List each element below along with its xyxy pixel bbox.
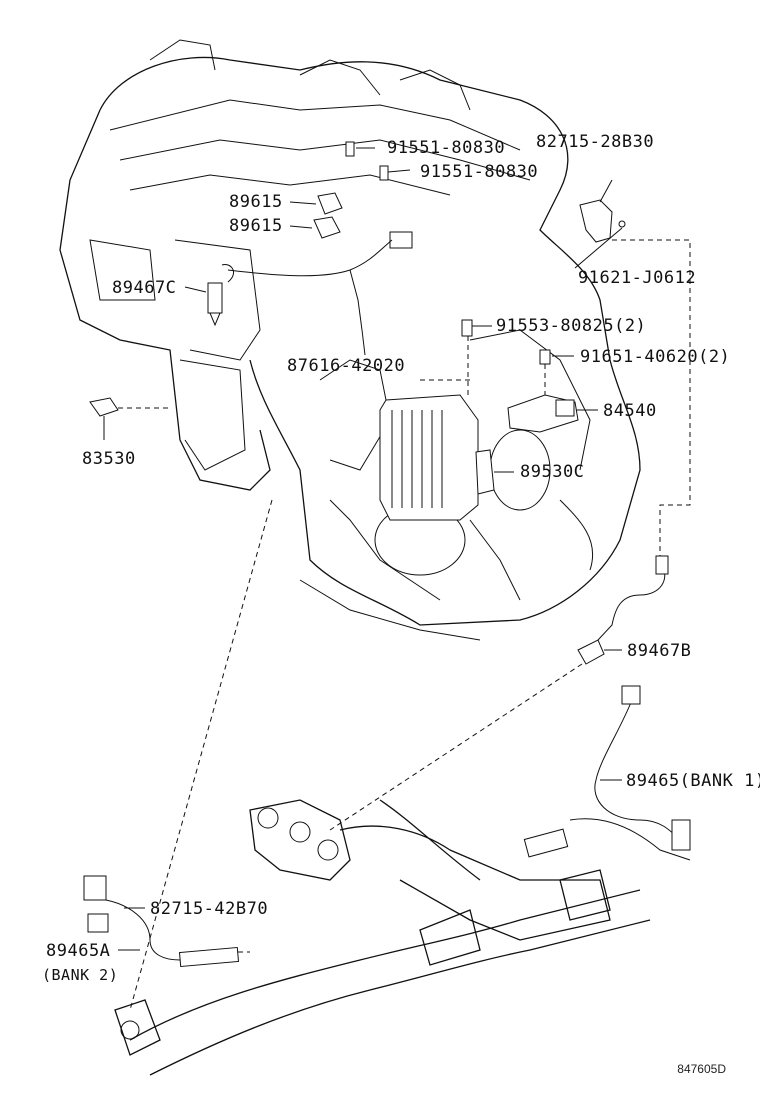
engine-block bbox=[59, 39, 641, 641]
ecu-module bbox=[379, 394, 495, 521]
label-91621-j0612: 91621-J0612 bbox=[578, 268, 697, 288]
exhaust-system bbox=[114, 799, 651, 1076]
bracket-82715-42b70 bbox=[83, 875, 240, 968]
harness-87616 bbox=[227, 239, 393, 331]
label-89467c: 89467C bbox=[112, 278, 177, 298]
o2-sensor-89465-bank1 bbox=[523, 685, 691, 861]
label-91651-40620: 91651-40620(2) bbox=[580, 347, 731, 367]
label-82715-28b30: 82715-28B30 bbox=[536, 132, 655, 152]
knock-sensors bbox=[313, 192, 413, 249]
bracket-82715-28b30 bbox=[579, 199, 626, 243]
sensor-84540 bbox=[507, 394, 579, 433]
label-82715-42b70: 82715-42B70 bbox=[150, 899, 269, 919]
bolts bbox=[345, 141, 551, 365]
label-89465-bank1: 89465(BANK 1) bbox=[626, 771, 760, 791]
switch-83530 bbox=[89, 397, 119, 417]
label-91553-80825: 91553-80825(2) bbox=[496, 316, 647, 336]
label-83530: 83530 bbox=[82, 449, 136, 469]
label-89615-a: 89615 bbox=[229, 192, 283, 212]
label-91551-80830-b: 91551-80830 bbox=[420, 162, 539, 182]
label-89465a-bank2: (BANK 2) bbox=[42, 966, 119, 984]
label-89615-b: 89615 bbox=[229, 216, 283, 236]
label-89530c: 89530C bbox=[520, 462, 585, 482]
reference-dashes bbox=[118, 239, 691, 1011]
label-87616-42020: 87616-42020 bbox=[287, 356, 406, 376]
o2-sensor-89467c bbox=[207, 263, 234, 327]
label-84540: 84540 bbox=[603, 401, 657, 421]
leader-lines bbox=[103, 147, 623, 951]
o2-sensor-89467b bbox=[577, 555, 669, 665]
label-89467b: 89467B bbox=[627, 641, 692, 661]
label-89465a: 89465A bbox=[46, 941, 111, 961]
diagram-code: 847605D bbox=[677, 1062, 726, 1076]
label-91551-80830-a: 91551-80830 bbox=[387, 138, 506, 158]
